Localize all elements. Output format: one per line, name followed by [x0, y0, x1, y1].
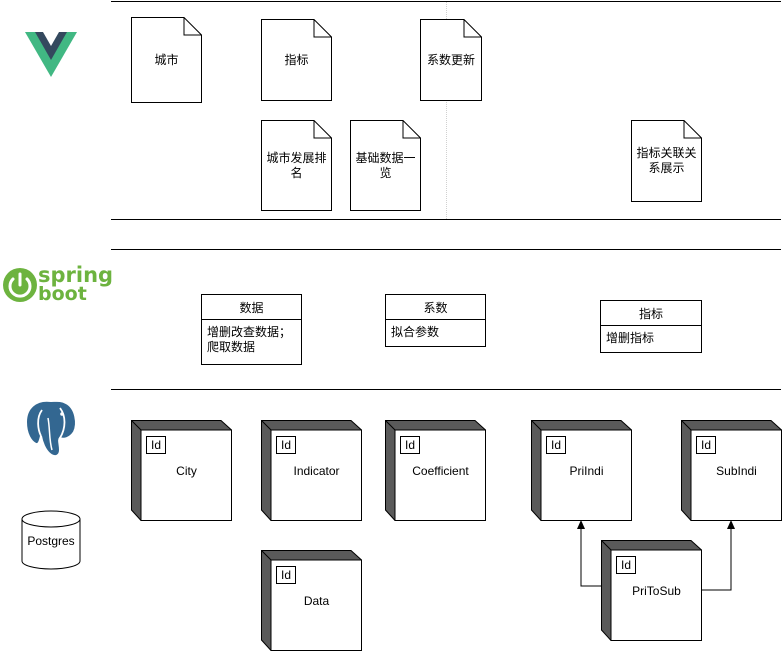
- page-city-label: 城市: [154, 52, 179, 67]
- page-basic-data-doc: 基础数据一览: [350, 120, 421, 211]
- entity-pritosub-label: PriToSub: [632, 584, 681, 598]
- postgres-label: Postgres: [27, 534, 75, 548]
- spring-logo-text: spring: [38, 263, 114, 287]
- service-data-title: 数据: [202, 295, 301, 320]
- entity-coefficient-id: Id: [400, 436, 420, 454]
- service-ind-body: 增删指标: [606, 331, 655, 345]
- service-coef-body: 拟合参数: [391, 325, 440, 339]
- vue-logo: [25, 32, 77, 77]
- entity-indicator-id: Id: [276, 436, 296, 454]
- entity-data-node: Id Data: [261, 550, 362, 651]
- boot-logo-text: boot: [38, 283, 87, 305]
- entity-city-node: Id City: [131, 420, 232, 521]
- service-coef-card: 系数 拟合参数: [385, 294, 486, 347]
- page-indicator-doc: 指标: [261, 19, 332, 101]
- spring-boot-logo: spring boot: [2, 263, 113, 305]
- entity-city-id: Id: [146, 436, 166, 454]
- arrow-pritosub-subindi: [701, 528, 732, 591]
- lane-divider: [111, 389, 781, 390]
- lane-divider: [111, 249, 781, 250]
- service-ind-card: 指标 增删指标: [600, 300, 702, 353]
- page-basic-data-label: 基础数据一览: [355, 150, 416, 180]
- arrowhead-priindi: [577, 520, 585, 529]
- page-ind-rel-label: 指标关联关系展示: [636, 146, 697, 175]
- entity-priindi-label: PriIndi: [569, 464, 604, 478]
- page-city-rank-doc: 城市发展排名: [261, 120, 332, 211]
- lane-divider: [111, 219, 781, 220]
- entity-subindi-id: Id: [696, 436, 716, 454]
- lane-divider: [111, 1, 781, 2]
- entity-indicator-label: Indicator: [293, 464, 340, 478]
- page-ind-rel-doc: 指标关联关系展示: [631, 120, 702, 202]
- service-data-body: 增删改查数据；爬取数据: [207, 325, 292, 354]
- entity-pritosub-node: Id PriToSub: [601, 540, 702, 641]
- service-ind-title: 指标: [601, 301, 701, 326]
- service-coef-title: 系数: [386, 295, 485, 320]
- entity-subindi-node: Id SubIndi: [681, 420, 782, 521]
- postgres-cylinder: Postgres: [21, 510, 81, 570]
- page-coef-update-label: 系数更新: [426, 52, 475, 67]
- entity-coefficient-label: Coefficient: [412, 464, 469, 478]
- entity-data-label: Data: [303, 594, 330, 608]
- service-data-card: 数据 增删改查数据；爬取数据: [201, 294, 302, 365]
- entity-subindi-label: SubIndi: [716, 464, 757, 478]
- page-coef-update-doc: 系数更新: [420, 19, 482, 101]
- entity-coefficient-node: Id Coefficient: [385, 420, 486, 521]
- postgresql-logo: [22, 398, 80, 460]
- entity-priindi-id: Id: [546, 436, 566, 454]
- entity-pritosub-id: Id: [616, 556, 636, 574]
- arrow-pritosub-priindi: [580, 528, 601, 587]
- entity-indicator-node: Id Indicator: [261, 420, 362, 521]
- page-city-doc: 城市: [131, 17, 202, 103]
- entity-data-id: Id: [276, 566, 296, 584]
- guide-line: [446, 2, 447, 219]
- entity-priindi-node: Id PriIndi: [531, 420, 632, 521]
- entity-city-label: City: [176, 464, 197, 478]
- arrowhead-subindi: [727, 520, 735, 529]
- page-indicator-label: 指标: [284, 52, 309, 67]
- page-city-rank-label: 城市发展排名: [266, 150, 327, 180]
